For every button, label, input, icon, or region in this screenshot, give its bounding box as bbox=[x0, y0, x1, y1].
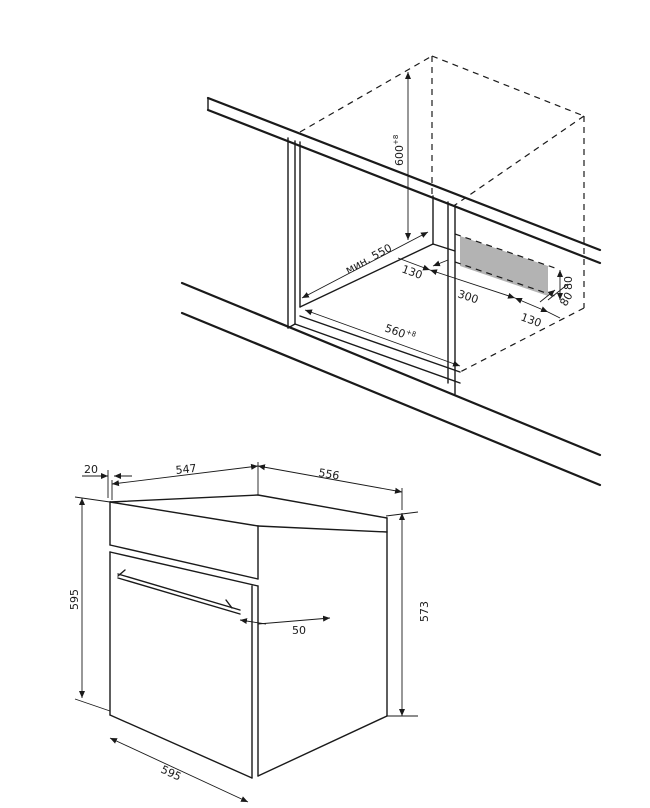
cabinet-niche-drawing bbox=[180, 55, 602, 487]
full-depth-label: 556 bbox=[317, 466, 340, 482]
niche-width-label: 560+8 bbox=[383, 321, 417, 345]
vent-width-label: 300 bbox=[456, 287, 480, 306]
front-width-label: 595 bbox=[159, 763, 184, 784]
offset-left-label: 130 bbox=[400, 263, 424, 282]
handle-offset-label: 50 bbox=[292, 624, 306, 637]
body-depth-label: 547 bbox=[175, 462, 197, 477]
front-height-label: 595 bbox=[68, 589, 81, 610]
oven-drawing bbox=[74, 462, 419, 803]
body-height-label: 573 bbox=[418, 601, 431, 622]
height-label: 600+8 bbox=[392, 135, 406, 166]
vent-depth-label: 80 bbox=[557, 290, 575, 309]
front-offset-label: 20 bbox=[84, 463, 98, 476]
ventilation-opening bbox=[460, 236, 548, 296]
depth-min-label: мин. 550 bbox=[343, 241, 394, 276]
vent-height-label: 80 bbox=[562, 276, 575, 290]
offset-right-label: 130 bbox=[519, 311, 543, 330]
